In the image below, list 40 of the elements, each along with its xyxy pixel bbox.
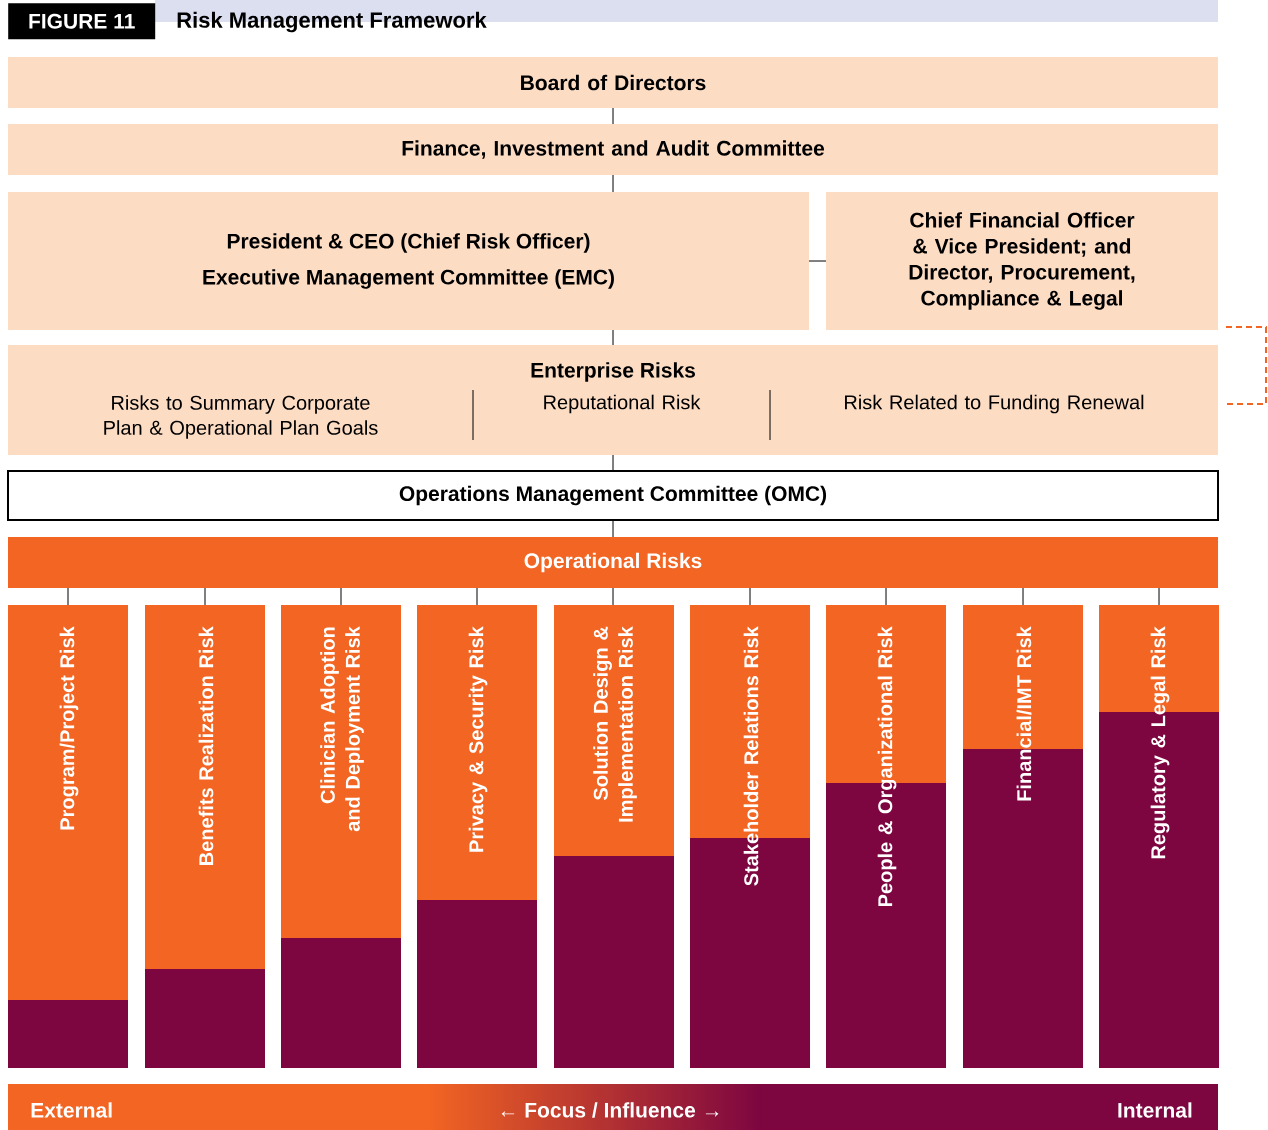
title: Risk Management Framework xyxy=(177,11,487,33)
figure-badge: FIGURE 11 xyxy=(8,3,156,40)
committee-box: Operations Management Committee (OMC) xyxy=(7,470,1219,521)
connector xyxy=(67,587,69,606)
connector xyxy=(612,587,614,606)
node-label: ← Focus / Influence → xyxy=(501,1102,719,1118)
risk-item: Reputational Risk xyxy=(544,394,701,414)
connector xyxy=(808,260,827,262)
connector xyxy=(204,587,206,606)
org-box: Chief Financial Officer & Vice President; and Director, Procurement, Compliance & Legal xyxy=(826,192,1218,330)
connector xyxy=(340,587,342,606)
risk-column: Program/Project Risk xyxy=(8,605,128,1068)
connector xyxy=(476,587,478,606)
risk-item: Risks to Summary Corporate Plan & Operational Plan Goals xyxy=(104,395,378,439)
scale-bar: External ← Focus / Influence → Internal xyxy=(8,1084,1218,1130)
risk-column: Privacy & Security Risk xyxy=(417,605,537,1068)
risk-header: Operational Risks xyxy=(8,537,1218,588)
connector xyxy=(1225,326,1267,405)
org-box: Finance, Investment and Audit Committee xyxy=(8,124,1218,175)
risk-item: Risk Related to Funding Renewal xyxy=(845,394,1144,414)
risk-column: Benefits Realization Risk xyxy=(145,605,265,1068)
org-box: President & CEO (Chief Risk Officer) Executive Management Committee (EMC) xyxy=(8,192,809,330)
risk-column: Stakeholder Relations Risk xyxy=(690,605,810,1068)
connector xyxy=(885,587,887,606)
risk-column: Clinician Adoption and Deployment Risk xyxy=(281,605,401,1068)
connector xyxy=(612,519,614,538)
connector xyxy=(612,174,614,193)
connector xyxy=(612,329,614,346)
node-label: Internal xyxy=(1118,1102,1192,1118)
connector xyxy=(1022,587,1024,606)
connector xyxy=(1158,587,1160,606)
risk-column: Regulatory & Legal Risk xyxy=(1099,605,1219,1068)
org-box: Board of Directors xyxy=(8,57,1218,108)
connector xyxy=(612,454,614,472)
connector xyxy=(749,587,751,606)
connector xyxy=(612,107,614,125)
risk-column: Solution Design & Implementation Risk xyxy=(554,605,674,1068)
node-label: External xyxy=(31,1102,112,1118)
risk-column: People & Organizational Risk xyxy=(826,605,946,1068)
risk-column: Financial/IMT Risk xyxy=(963,605,1083,1068)
